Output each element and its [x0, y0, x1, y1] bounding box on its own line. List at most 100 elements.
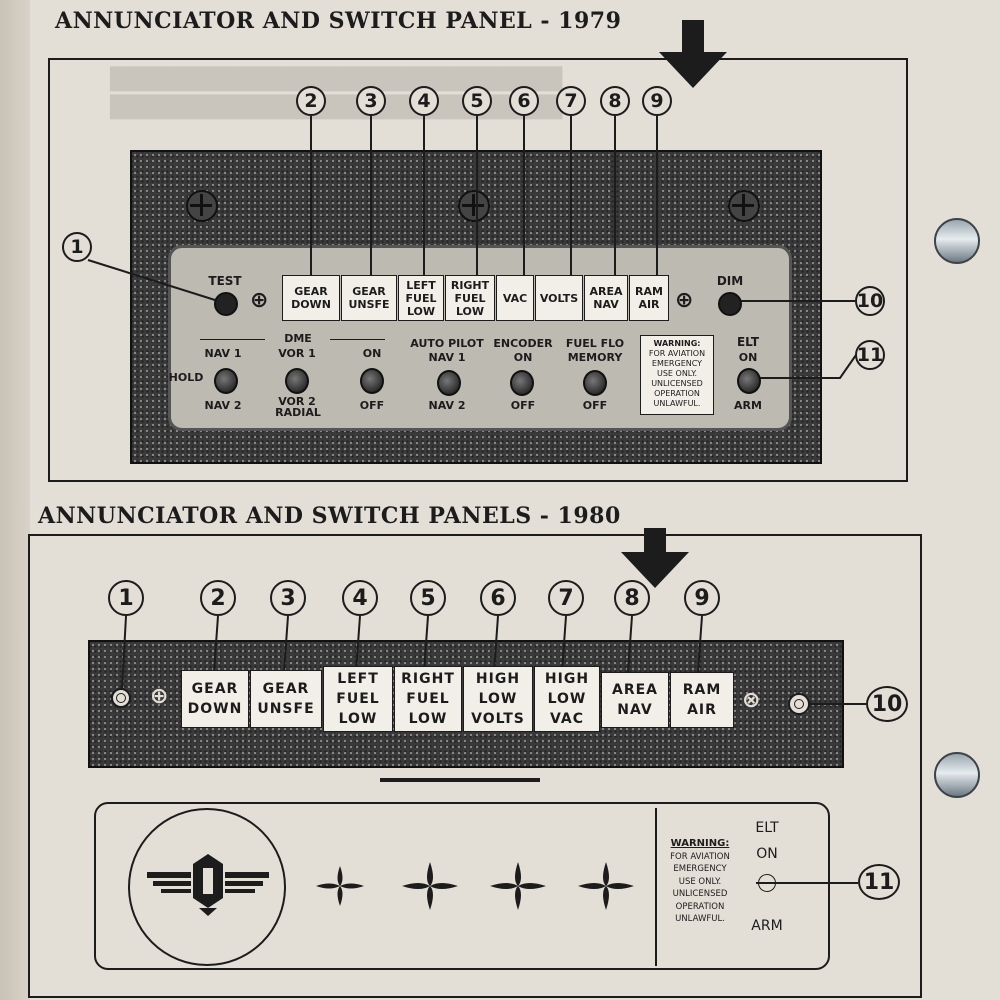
callout-5: 5: [410, 580, 446, 616]
lamp-text: GEAR: [262, 681, 310, 697]
lamp-text: UNSFE: [348, 298, 390, 311]
lamp-text: DOWN: [291, 298, 331, 311]
lamp-text: GEAR: [191, 681, 239, 697]
lamp-vac: VAC: [496, 275, 534, 321]
lamp-text: RAM: [682, 682, 722, 698]
screw-icon: ⊕: [150, 684, 169, 709]
manufacturer-emblem-frame: [128, 808, 286, 966]
dme-vor2-label: VOR 2: [278, 395, 316, 408]
lamp-right-fuel-low: RIGHT FUEL LOW: [394, 666, 462, 732]
elt-switch[interactable]: [737, 368, 761, 394]
elt-on-label: ON: [756, 846, 778, 862]
dme-bracket-line: [330, 339, 385, 340]
screw-icon: [186, 190, 218, 222]
lamp-text: HIGH: [544, 671, 590, 687]
lamp-text: LOW: [338, 711, 378, 727]
lamp-text: LEFT: [337, 671, 379, 687]
warning-line: UNLAWFUL.: [675, 914, 725, 924]
lamp-text: VOLTS: [471, 711, 525, 727]
dme-vor1-label: VOR 1: [278, 347, 316, 360]
warning-line: UNLICENSED: [672, 889, 728, 899]
callout-1: 1: [62, 232, 92, 262]
autopilot-nav2-label: NAV 2: [428, 399, 466, 412]
leader-line: [656, 116, 658, 276]
eagle-logo-icon: [147, 854, 269, 916]
callout-6: 6: [509, 86, 539, 116]
leader-line: [370, 116, 372, 276]
lamp-text: VAC: [550, 711, 584, 727]
adjacent-page-edge: [0, 0, 30, 1000]
callout-8: 8: [600, 86, 630, 116]
lamp-text: LOW: [408, 711, 448, 727]
encoder-on-label: ON: [513, 351, 533, 364]
dme-vor-toggle[interactable]: [285, 368, 309, 394]
lamp-text: AIR: [687, 702, 717, 718]
section-divider: [380, 778, 540, 782]
callout-2: 2: [296, 86, 326, 116]
leader-line: [310, 116, 312, 276]
elt-warning-placard: WARNING: FOR AVIATION EMERGENCY USE ONLY…: [640, 335, 714, 415]
leader-line: [570, 116, 572, 276]
lamp-text: DOWN: [187, 701, 243, 717]
screw-icon: ⊗: [742, 688, 761, 713]
lamp-text: UNSFE: [257, 701, 315, 717]
callout-10: 10: [866, 686, 908, 722]
title-1980: ANNUNCIATOR AND SWITCH PANELS - 1980: [38, 503, 621, 529]
callout-9: 9: [684, 580, 720, 616]
lamp-text: LEFT: [406, 278, 436, 292]
warning-line: EMERGENCY: [673, 864, 727, 874]
callout-11: 11: [858, 864, 900, 900]
encoder-off-label: OFF: [510, 399, 536, 412]
callout-1: 1: [108, 580, 144, 616]
fuel-flo-memory-toggle[interactable]: [583, 370, 607, 396]
lamp-area-nav: AREA NAV: [584, 275, 628, 321]
test-button[interactable]: [214, 292, 238, 316]
lamp-text: VOLTS: [539, 291, 579, 305]
warning-line: OPERATION: [654, 389, 700, 398]
callout-4: 4: [342, 580, 378, 616]
lamp-text: NAV: [617, 702, 653, 718]
dme-hold-label: HOLD: [168, 371, 204, 384]
dme-power-toggle[interactable]: [360, 368, 384, 394]
encoder-toggle[interactable]: [510, 370, 534, 396]
lamp-area-nav: AREA NAV: [601, 672, 669, 728]
lamp-text: RIGHT: [401, 671, 455, 687]
screw-icon: [728, 190, 760, 222]
warning-line: USE ONLY.: [656, 369, 697, 378]
fuel-flo-label: FUEL FLO: [565, 337, 625, 350]
leader-line: [476, 116, 478, 276]
screw-icon: ⊕: [250, 288, 269, 313]
elt-arm-label: ARM: [751, 918, 783, 934]
lamp-text: FUEL: [454, 291, 486, 305]
warning-line: UNLICENSED: [651, 379, 703, 388]
arrow-stem-1979: [682, 20, 704, 54]
lamp-ram-air: RAM AIR: [629, 275, 669, 321]
callout-7: 7: [556, 86, 586, 116]
binder-ring: [934, 752, 980, 798]
callout-2: 2: [200, 580, 236, 616]
lamp-gear-down: GEAR DOWN: [282, 275, 340, 321]
lamp-gear-down: GEAR DOWN: [181, 670, 249, 728]
dim-knob[interactable]: [718, 292, 742, 316]
callout-4: 4: [409, 86, 439, 116]
lamp-text: AREA: [589, 285, 623, 298]
lamp-text: AIR: [638, 298, 660, 311]
warning-heading: WARNING:: [670, 838, 730, 849]
lamp-text: FUEL: [336, 691, 380, 707]
warning-line: FOR AVIATION: [648, 349, 706, 358]
lamp-text: LOW: [455, 304, 485, 318]
callout-6: 6: [480, 580, 516, 616]
binder-ring: [934, 218, 980, 264]
lamp-text: VAC: [502, 291, 528, 305]
elt-on-label: ON: [738, 351, 758, 364]
autopilot-toggle[interactable]: [437, 370, 461, 396]
lamp-text: LOW: [478, 691, 518, 707]
lamp-high-low-volts: HIGH LOW VOLTS: [463, 666, 533, 732]
fuel-flo-memory-label: MEMORY: [567, 351, 623, 364]
autopilot-nav1-label: NAV 1: [428, 351, 466, 364]
lamp-text: RIGHT: [450, 278, 490, 292]
lamp-left-fuel-low: LEFT FUEL LOW: [323, 666, 393, 732]
autopilot-label: AUTO PILOT: [410, 337, 484, 350]
dme-nav-toggle[interactable]: [214, 368, 238, 394]
